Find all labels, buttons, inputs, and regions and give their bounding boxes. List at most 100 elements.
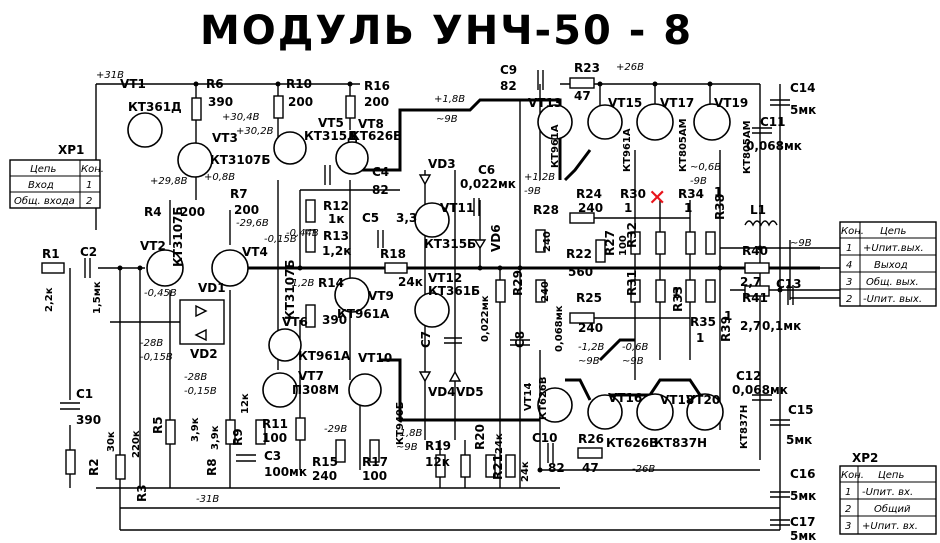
xp2-row2-pin: 2 <box>845 504 851 515</box>
out-row4-pin: 2 <box>846 294 852 305</box>
schematic-title: МОДУЛЬ УНЧ-50 - 8 <box>200 8 693 54</box>
c16-value: 5мк <box>790 489 816 503</box>
r17-ref: R17 <box>362 455 388 469</box>
out-row3-signal: Общ. вых. <box>866 276 919 288</box>
r20-ref: R20 <box>473 424 487 450</box>
r2-ref: R2 <box>87 458 101 476</box>
vt11 <box>414 202 450 238</box>
r3 <box>115 454 126 480</box>
voltage-label: -0,44В <box>286 228 319 239</box>
c12 <box>752 394 772 401</box>
xp1-row1-signal: Вход <box>28 180 54 191</box>
c6-value: 0,022мк <box>460 177 516 191</box>
r39 <box>705 279 716 303</box>
vt2-type: КТ3107Б <box>171 206 185 267</box>
r3-value: 220к <box>131 430 142 458</box>
r35-ref: R35 <box>690 315 716 329</box>
r18-ref: R18 <box>380 247 406 261</box>
xp1-label: XP1 <box>58 143 84 157</box>
l1-ref: L1 <box>750 203 766 217</box>
vt3-ref: VT3 <box>212 131 238 145</box>
vt9-ref: VT9 <box>368 289 394 303</box>
r38-ref: R38 <box>713 194 727 220</box>
r14 <box>305 304 316 328</box>
r18 <box>384 262 408 274</box>
out-row2-signal: Выход <box>874 260 908 271</box>
c4-value: 82 <box>372 183 389 197</box>
voltage-label: -1,2В <box>578 342 605 353</box>
vd3-ref: VD3 <box>428 157 456 171</box>
c7 <box>444 337 462 344</box>
voltage-label: -0,15В <box>184 386 217 397</box>
c9-ref: C9 <box>500 63 517 77</box>
c15-ref: C15 <box>788 403 814 417</box>
vt17-ref: VT17 <box>660 96 694 110</box>
output-connector: Кон. Цепь 1 +Uпит.вых. 4 Выход 3 Общ. вы… <box>839 221 937 307</box>
vt13-type: КТ961А <box>550 124 561 168</box>
vd5-ref: VD5 <box>456 385 484 399</box>
r15-value: 240 <box>312 469 337 483</box>
r28-value-2: 240 <box>540 281 551 302</box>
r15-ref: R15 <box>312 455 338 469</box>
voltage-label: -0,15В <box>264 234 297 245</box>
r4-value: 200 <box>180 205 205 219</box>
voltage-label: -31В <box>196 494 219 505</box>
r12-ref: R12 <box>323 199 349 213</box>
vt7-ref: VT7 <box>298 369 324 383</box>
vt14-ref: VT14 <box>523 382 534 411</box>
voltage-label: -9В <box>524 186 541 197</box>
r9-value: 12к <box>240 393 251 414</box>
c5 <box>377 230 384 248</box>
vt5 <box>273 131 307 165</box>
vt10 <box>348 373 382 407</box>
r7-value: 200 <box>234 203 259 217</box>
r13-value: 1,2к <box>322 244 351 258</box>
c7-value: 0,022мк <box>480 295 491 342</box>
voltage-label: ~0,6В <box>690 162 721 173</box>
c10 <box>547 443 554 463</box>
r24-value: 240 <box>578 201 603 215</box>
r20-value: 24к <box>494 433 505 454</box>
xp1-connector: XP1 Цепь Кон. Вход 1 Общ. входа 2 <box>9 143 104 209</box>
xp1-row1-pin: 1 <box>86 180 92 191</box>
voltage-label: -1,8В <box>396 428 423 439</box>
voltage-label: +1,2В <box>524 172 555 183</box>
xp1-row2-signal: Общ. входа <box>14 195 75 207</box>
c10-ref: C10 <box>532 431 558 445</box>
capacitors <box>60 70 794 526</box>
out-header-signal: Цепь <box>880 226 906 237</box>
c15 <box>770 419 790 426</box>
r10-ref: R10 <box>286 77 312 91</box>
r16-ref: R16 <box>364 79 390 93</box>
r40-ref: R40 <box>742 244 768 258</box>
r30-ref: R30 <box>620 187 646 201</box>
c3 <box>236 454 256 462</box>
out-row2-pin: 4 <box>846 260 852 271</box>
r14-ref: R14 <box>318 276 344 290</box>
r35 <box>685 279 696 303</box>
c13 <box>787 285 794 305</box>
r1 <box>41 262 65 274</box>
xp1-header-signal: Цепь <box>30 164 56 175</box>
r30-value: 1 <box>624 201 632 215</box>
r38-value: 1 <box>714 185 722 199</box>
c13-ref: C13 <box>776 277 802 291</box>
vd1 <box>195 304 208 318</box>
r8-ref: R8 <box>205 458 219 476</box>
voltage-label: -28В <box>140 338 163 349</box>
c8-ref: C8 <box>513 331 527 348</box>
transistors <box>127 103 731 431</box>
r41 <box>744 285 770 297</box>
r5-value: 3,9к <box>190 417 201 442</box>
vt19 <box>693 103 731 141</box>
r13 <box>305 229 316 253</box>
c2 <box>84 258 91 278</box>
voltage-label: -28В <box>184 372 207 383</box>
diodes <box>194 174 487 383</box>
c10-value: 82 <box>548 461 565 475</box>
r7-ref: R7 <box>230 187 248 201</box>
voltage-label: -9В <box>690 176 707 187</box>
vt14 <box>537 387 573 423</box>
r19-value: 12к <box>425 455 450 469</box>
